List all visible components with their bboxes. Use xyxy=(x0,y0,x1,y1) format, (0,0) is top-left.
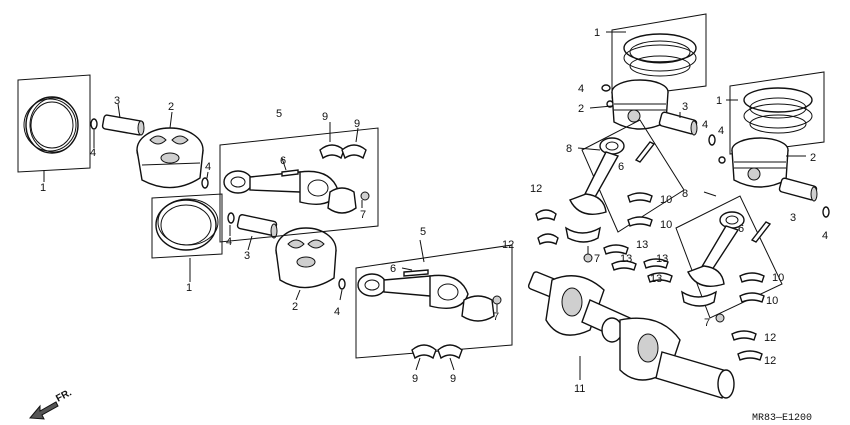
callout-2-c: 2 xyxy=(578,103,584,115)
callout-10-b: 10 xyxy=(660,219,672,231)
callout-5-b: 5 xyxy=(420,226,426,238)
piston-ring-set-left-upper xyxy=(17,74,91,180)
front-direction-indicator: FR. xyxy=(28,387,74,420)
callout-4-c: 4 xyxy=(226,236,232,248)
callout-2-b: 2 xyxy=(292,301,298,313)
callout-4-d: 4 xyxy=(334,306,340,318)
connecting-rod-assembly-right-lower xyxy=(675,195,783,361)
callout-3-b: 3 xyxy=(244,250,250,262)
callout-7-c: 7 xyxy=(594,253,600,265)
rod-bearings-center xyxy=(603,192,673,283)
callout-6-a: 6 xyxy=(280,155,286,167)
callout-8-a: 8 xyxy=(566,143,572,155)
callout-3-c: 3 xyxy=(682,101,688,113)
callout-1-c: 1 xyxy=(594,27,600,39)
leader-lines xyxy=(43,31,806,282)
front-arrow-icon xyxy=(28,401,59,420)
callout-9-a: 9 xyxy=(322,111,328,123)
callout-12-a: 12 xyxy=(530,183,542,195)
piston-pin-left-upper xyxy=(90,103,145,148)
callout-7-d: 7 xyxy=(704,317,710,329)
piston-ring-set-left-lower xyxy=(151,193,223,262)
piston-right-lower xyxy=(718,137,789,188)
callout-6-c: 6 xyxy=(618,161,624,173)
callout-1-a: 1 xyxy=(40,182,46,194)
callout-4-g: 4 xyxy=(718,125,724,137)
callout-12-b: 12 xyxy=(502,239,514,251)
callout-10-c: 10 xyxy=(772,272,784,284)
piston-left-upper xyxy=(136,111,209,189)
crank-bearings-left xyxy=(535,209,559,245)
callout-12-c: 12 xyxy=(764,332,776,344)
callout-3-a: 3 xyxy=(114,95,120,107)
callout-9-d: 9 xyxy=(450,373,456,385)
callout-7-a: 7 xyxy=(360,209,366,221)
callout-13-d: 13 xyxy=(650,273,662,285)
piston-left-lower xyxy=(275,227,346,301)
callout-2-a: 2 xyxy=(168,101,174,113)
piston-pin-right-upper xyxy=(658,111,716,146)
piston-pin-left-lower xyxy=(227,212,278,251)
callout-1-d: 1 xyxy=(716,95,722,107)
callout-13-c: 13 xyxy=(620,253,632,265)
piston-ring-set-right-upper xyxy=(611,13,707,99)
callout-13-b: 13 xyxy=(656,253,668,265)
callout-4-e: 4 xyxy=(578,83,584,95)
callout-12-d: 12 xyxy=(764,355,776,367)
piston-right-upper xyxy=(601,79,669,130)
connecting-rod-assembly-left-upper xyxy=(219,122,379,243)
callout-9-c: 9 xyxy=(412,373,418,385)
callout-8-b: 8 xyxy=(682,188,688,200)
piston-pin-right-lower xyxy=(778,177,830,218)
connecting-rod-assembly-left-lower xyxy=(355,239,513,371)
crankshaft xyxy=(527,271,735,399)
callout-1-b: 1 xyxy=(186,282,192,294)
diagram-code: MR83—E1200 xyxy=(752,413,812,424)
callout-11: 11 xyxy=(574,383,585,395)
callout-2-d: 2 xyxy=(810,152,816,164)
callout-3-d: 3 xyxy=(790,212,796,224)
callout-4-a: 4 xyxy=(90,147,96,159)
callout-10-d: 10 xyxy=(766,295,778,307)
callout-6-d: 6 xyxy=(738,223,744,235)
callout-9-b: 9 xyxy=(354,118,360,130)
callout-labels: 1 1 1 1 2 2 2 2 3 3 3 3 4 4 4 4 4 4 4 4 … xyxy=(40,27,828,395)
front-direction-label: FR. xyxy=(54,387,74,404)
callout-7-b: 7 xyxy=(493,311,499,323)
piston-ring-set-right-lower xyxy=(729,71,825,155)
callout-4-h: 4 xyxy=(822,230,828,242)
callout-13-a: 13 xyxy=(636,239,648,251)
connecting-rod-assembly-right-upper xyxy=(564,119,685,263)
callout-10-a: 10 xyxy=(660,194,672,206)
callout-4-b: 4 xyxy=(205,161,211,173)
callout-4-f: 4 xyxy=(702,119,708,131)
callout-5-a: 5 xyxy=(276,108,282,120)
callout-6-b: 6 xyxy=(390,263,396,275)
